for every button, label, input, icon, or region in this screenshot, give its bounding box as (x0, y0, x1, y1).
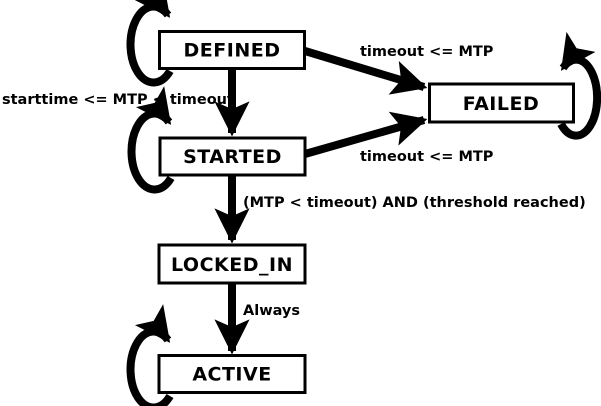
state-defined-label: DEFINED (184, 40, 281, 62)
state-started-box (158, 136, 307, 177)
transition-lockedin-active-label: Always (243, 303, 300, 319)
state-active-label: ACTIVE (192, 364, 271, 386)
state-failed-box (428, 82, 575, 124)
self-loop-defined (126, 0, 174, 87)
transition-started-failed-arrow (303, 111, 428, 158)
state-failed-label: FAILED (463, 93, 539, 115)
state-lockedin-label: LOCKED_IN (171, 254, 293, 276)
transition-started-failed-label: timeout <= MTP (360, 149, 494, 165)
transition-defined-started-label: starttime <= MTP < timeout (2, 92, 234, 108)
transition-defined-failed-label: timeout <= MTP (360, 44, 494, 60)
self-loop-failed (557, 31, 601, 140)
state-defined-box (158, 30, 306, 70)
self-loop-started (127, 86, 175, 194)
state-started-label: STARTED (183, 146, 282, 168)
state-lockedin-box (157, 243, 307, 285)
self-loop-active (126, 304, 174, 406)
state-active-box (157, 354, 307, 394)
transition-started-lockedin-label: (MTP < timeout) AND (threshold reached) (243, 195, 586, 211)
transition-defined-failed-arrow (303, 47, 428, 95)
